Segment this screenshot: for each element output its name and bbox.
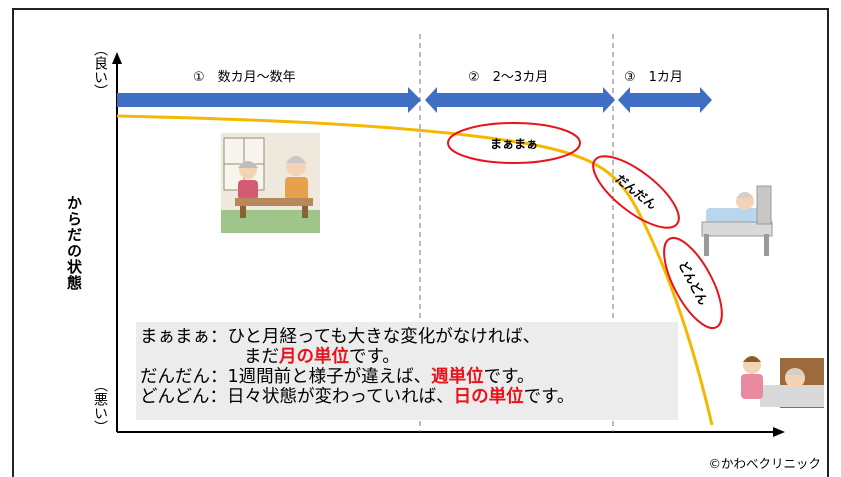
phase-1-label: ① 数カ月〜数年 bbox=[193, 70, 296, 85]
oval-maa bbox=[447, 122, 581, 164]
legend-line-3-end: です。 bbox=[483, 367, 535, 387]
phase-3-arrow bbox=[618, 87, 712, 113]
oval-dan bbox=[592, 155, 680, 229]
phase-3-label: ③ 1カ月 bbox=[624, 70, 683, 85]
legend-line-2-text: まだ bbox=[244, 347, 279, 367]
legend-line-4-text: どんどん：日々状態が変わっていれば、 bbox=[140, 387, 454, 407]
legend-box bbox=[136, 322, 678, 420]
legend-line-2: まだ月の単位です。 bbox=[244, 347, 400, 367]
legend-line-2-end: です。 bbox=[349, 347, 400, 367]
legend-month-unit: 月の単位 bbox=[279, 347, 349, 367]
legend-line-4: どんどん：日々状態が変わっていれば、日の単位です。 bbox=[140, 387, 574, 407]
legend-line-1-text: まぁまぁ：ひと月経っても大きな変化がなければ、 bbox=[140, 327, 541, 347]
legend-week-unit: 週単位 bbox=[431, 367, 484, 387]
legend-line-1: まぁまぁ：ひと月経っても大きな変化がなければ、 bbox=[140, 327, 540, 347]
oval-maa-label: まぁまぁ bbox=[490, 137, 538, 151]
couple-at-table-illustration bbox=[221, 133, 320, 233]
y-axis-bottom-label: （悪い） bbox=[92, 378, 108, 434]
person-in-bed-illustration bbox=[701, 185, 773, 256]
caregiver-illustration bbox=[741, 356, 824, 408]
phase-2-label: ② 2〜3カ月 bbox=[468, 70, 549, 85]
outer-frame bbox=[12, 8, 829, 477]
phase-2-arrow bbox=[425, 87, 615, 113]
legend-line-4-end: です。 bbox=[523, 387, 575, 407]
y-axis-top-label: （良い） bbox=[92, 42, 108, 98]
phase-1-arrow bbox=[117, 87, 421, 113]
decline-curve bbox=[116, 114, 714, 426]
legend-day-unit: 日の単位 bbox=[453, 387, 524, 407]
x-axis-arrowhead bbox=[773, 427, 785, 437]
oval-don bbox=[663, 236, 723, 330]
y-axis-title: からだの状態 bbox=[65, 195, 83, 291]
legend-line-3-text: だんだん：1週間前と様子が違えば、 bbox=[140, 367, 432, 387]
credit-text: ©かわべクリニック bbox=[708, 456, 821, 471]
y-axis-arrowhead bbox=[112, 52, 122, 64]
legend-line-3: だんだん：1週間前と様子が違えば、週単位です。 bbox=[140, 367, 534, 387]
